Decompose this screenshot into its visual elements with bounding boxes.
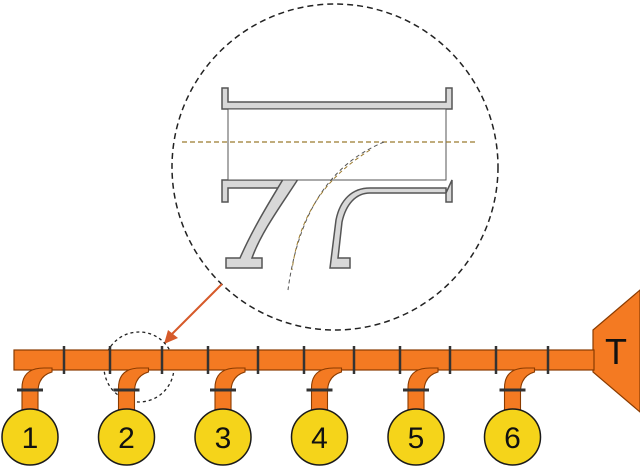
cylinder-label-4: 4 <box>311 422 328 455</box>
flow-curve-inner <box>291 149 371 271</box>
junction-wall-bottom-right <box>329 179 453 269</box>
cylinder-6 <box>483 408 542 466</box>
cylinder-label-5: 5 <box>408 422 425 455</box>
callout-arrow <box>164 283 223 344</box>
junction-cross-section <box>182 87 476 291</box>
cylinder-label-6: 6 <box>504 422 521 455</box>
cylinder-3 <box>194 408 252 466</box>
turbine: T <box>592 289 640 413</box>
turbine-label: T <box>605 331 627 372</box>
cylinder-label-2: 2 <box>118 422 135 455</box>
runner-group <box>17 367 536 412</box>
cylinder-5 <box>387 408 445 466</box>
flow-curve <box>287 141 385 291</box>
junction-bore <box>227 108 447 181</box>
cylinder-label-1: 1 <box>22 422 39 455</box>
junction-branch-left <box>225 175 302 269</box>
cylinder-2 <box>97 408 156 466</box>
cylinder-1 <box>1 408 59 466</box>
cylinder-group: 1 2 3 4 5 6 <box>1 408 542 466</box>
cylinder-4 <box>290 408 349 466</box>
cylinder-label-3: 3 <box>215 422 232 455</box>
manifold-flanges <box>62 346 550 374</box>
